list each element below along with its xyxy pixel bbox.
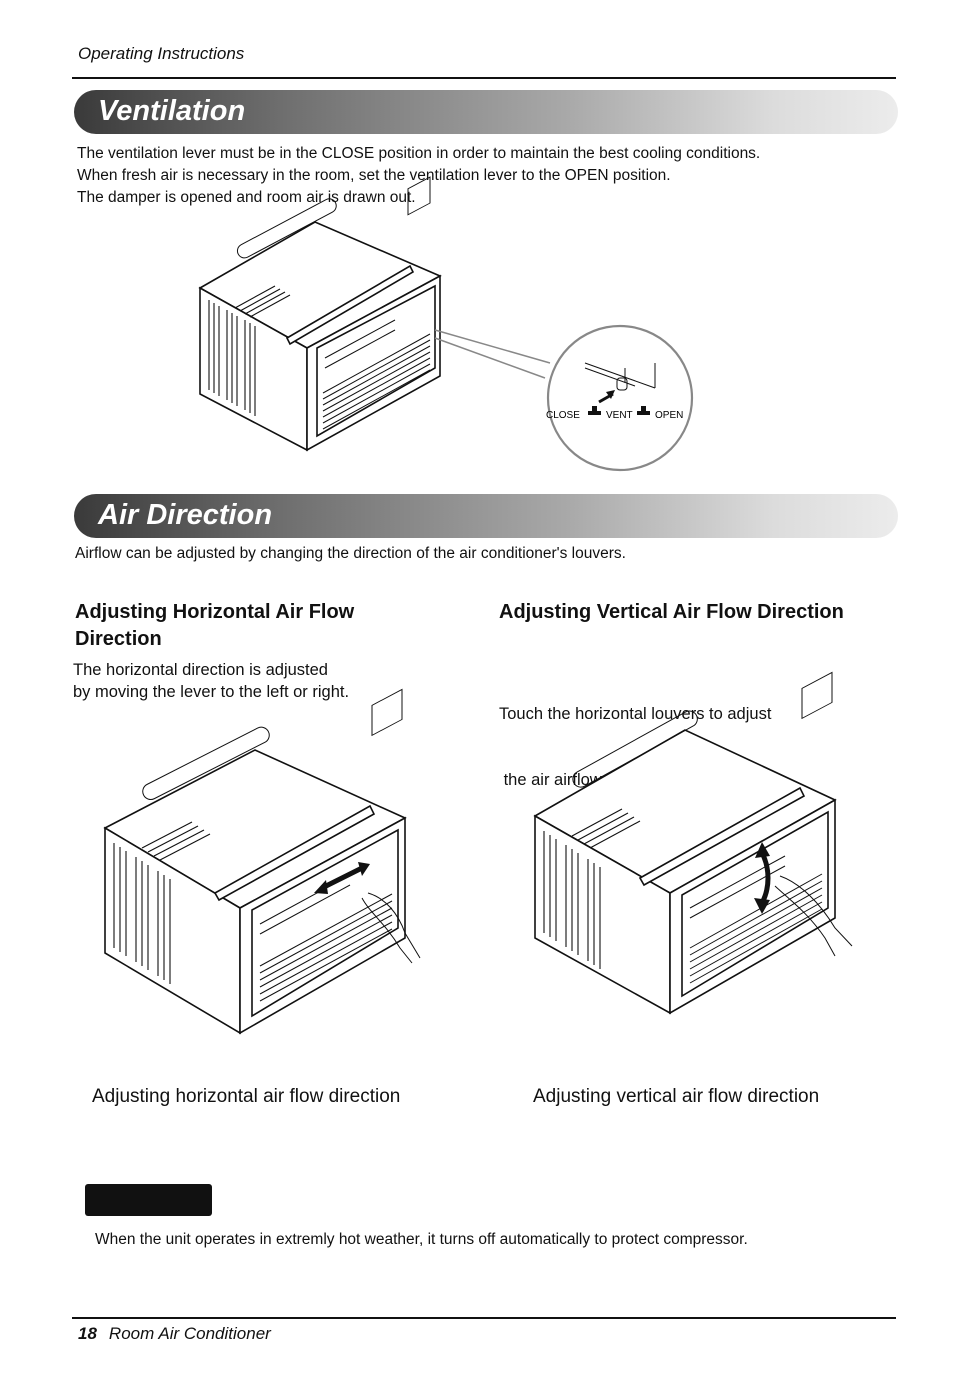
vertical-airflow-illustration <box>533 671 853 1015</box>
note-badge <box>85 1184 212 1216</box>
horizontal-text-line-2: by moving the lever to the left or right… <box>73 683 350 701</box>
air-direction-banner: Air Direction <box>74 494 898 538</box>
ventilation-line-3: The damper is opened and room air is dra… <box>77 189 416 206</box>
horizontal-heading: Adjusting Horizontal Air Flow Direction <box>75 599 354 653</box>
footer: 18 Room Air Conditioner <box>78 1324 271 1344</box>
horizontal-airflow-illustration <box>103 688 421 1035</box>
horizontal-text: The horizontal direction is adjusted by … <box>73 659 349 703</box>
lever-vent-label: VENT <box>606 410 633 421</box>
ventilation-ac-illustration: CLOSE VENT OPEN <box>198 176 694 472</box>
ventilation-line-1: The ventilation lever must be in the CLO… <box>77 145 761 162</box>
horizontal-text-line-1: The horizontal direction is adjusted <box>73 661 328 679</box>
horizontal-caption: Adjusting horizontal air flow direction <box>92 1086 401 1107</box>
ventilation-banner: Ventilation <box>74 90 898 134</box>
footer-rule <box>72 1317 896 1319</box>
page-number: 18 <box>78 1324 97 1343</box>
vertical-heading: Adjusting Vertical Air Flow Direction <box>499 601 844 623</box>
section-header: Operating Instructions <box>78 44 245 63</box>
horizontal-heading-line-1: Adjusting Horizontal Air Flow <box>75 601 355 623</box>
footer-title: Room Air Conditioner <box>108 1324 271 1343</box>
ventilation-title: Ventilation <box>98 95 246 127</box>
header-rule <box>72 77 896 79</box>
air-direction-intro: Airflow can be adjusted by changing the … <box>75 545 626 562</box>
vertical-text-line-1: Touch the horizontal louvers to adjust <box>499 705 772 723</box>
ventilation-line-2: When fresh air is necessary in the room,… <box>77 167 671 184</box>
vertical-caption: Adjusting vertical air flow direction <box>533 1086 820 1107</box>
ventilation-text: The ventilation lever must be in the CLO… <box>77 143 760 209</box>
horizontal-heading-line-2: Direction <box>75 628 162 650</box>
note-text: When the unit operates in extremly hot w… <box>95 1231 748 1248</box>
lever-close-label: CLOSE <box>546 410 580 421</box>
lever-open-label: OPEN <box>655 410 683 421</box>
air-direction-title: Air Direction <box>98 499 273 531</box>
